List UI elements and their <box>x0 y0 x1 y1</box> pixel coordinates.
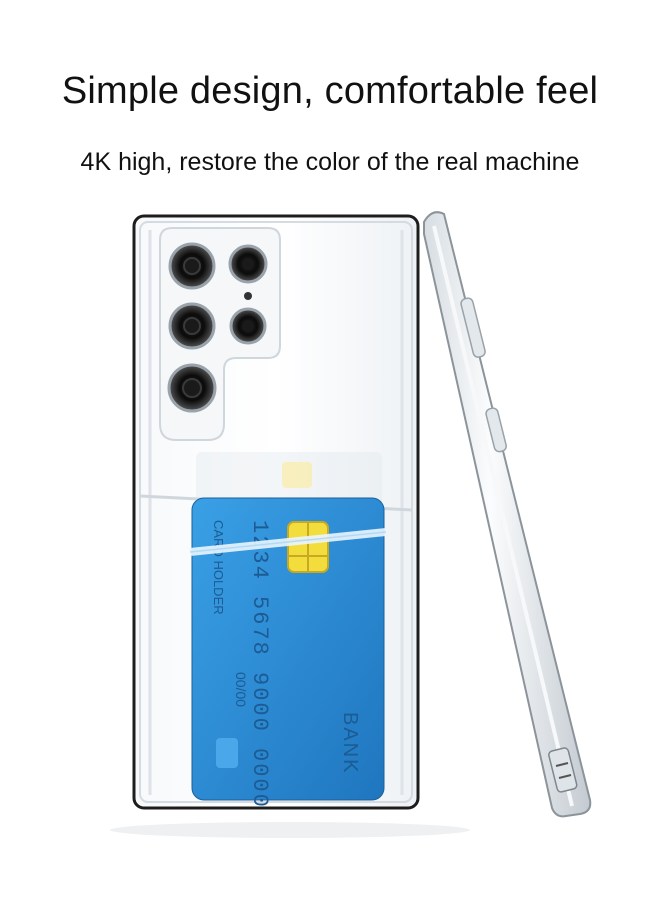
case-side-view <box>423 211 592 818</box>
product-illustration: 1234 5678 9000 0000 CARD HOLDER 00/00 BA… <box>110 211 592 838</box>
subheadline: 4K high, restore the color of the real m… <box>80 148 580 176</box>
card-expiry: 00/00 <box>233 672 249 707</box>
credit-card: 1234 5678 9000 0000 CARD HOLDER 00/00 BA… <box>191 497 385 809</box>
camera-module <box>159 227 281 441</box>
card-holder-label: CARD HOLDER <box>211 520 226 615</box>
headline: Simple design, comfortable feel <box>61 70 599 112</box>
card-bank-label: BANK <box>339 712 361 774</box>
card-number: 1234 5678 9000 0000 <box>247 520 272 809</box>
back-card-ghost <box>196 452 382 512</box>
chip-icon <box>287 521 329 573</box>
